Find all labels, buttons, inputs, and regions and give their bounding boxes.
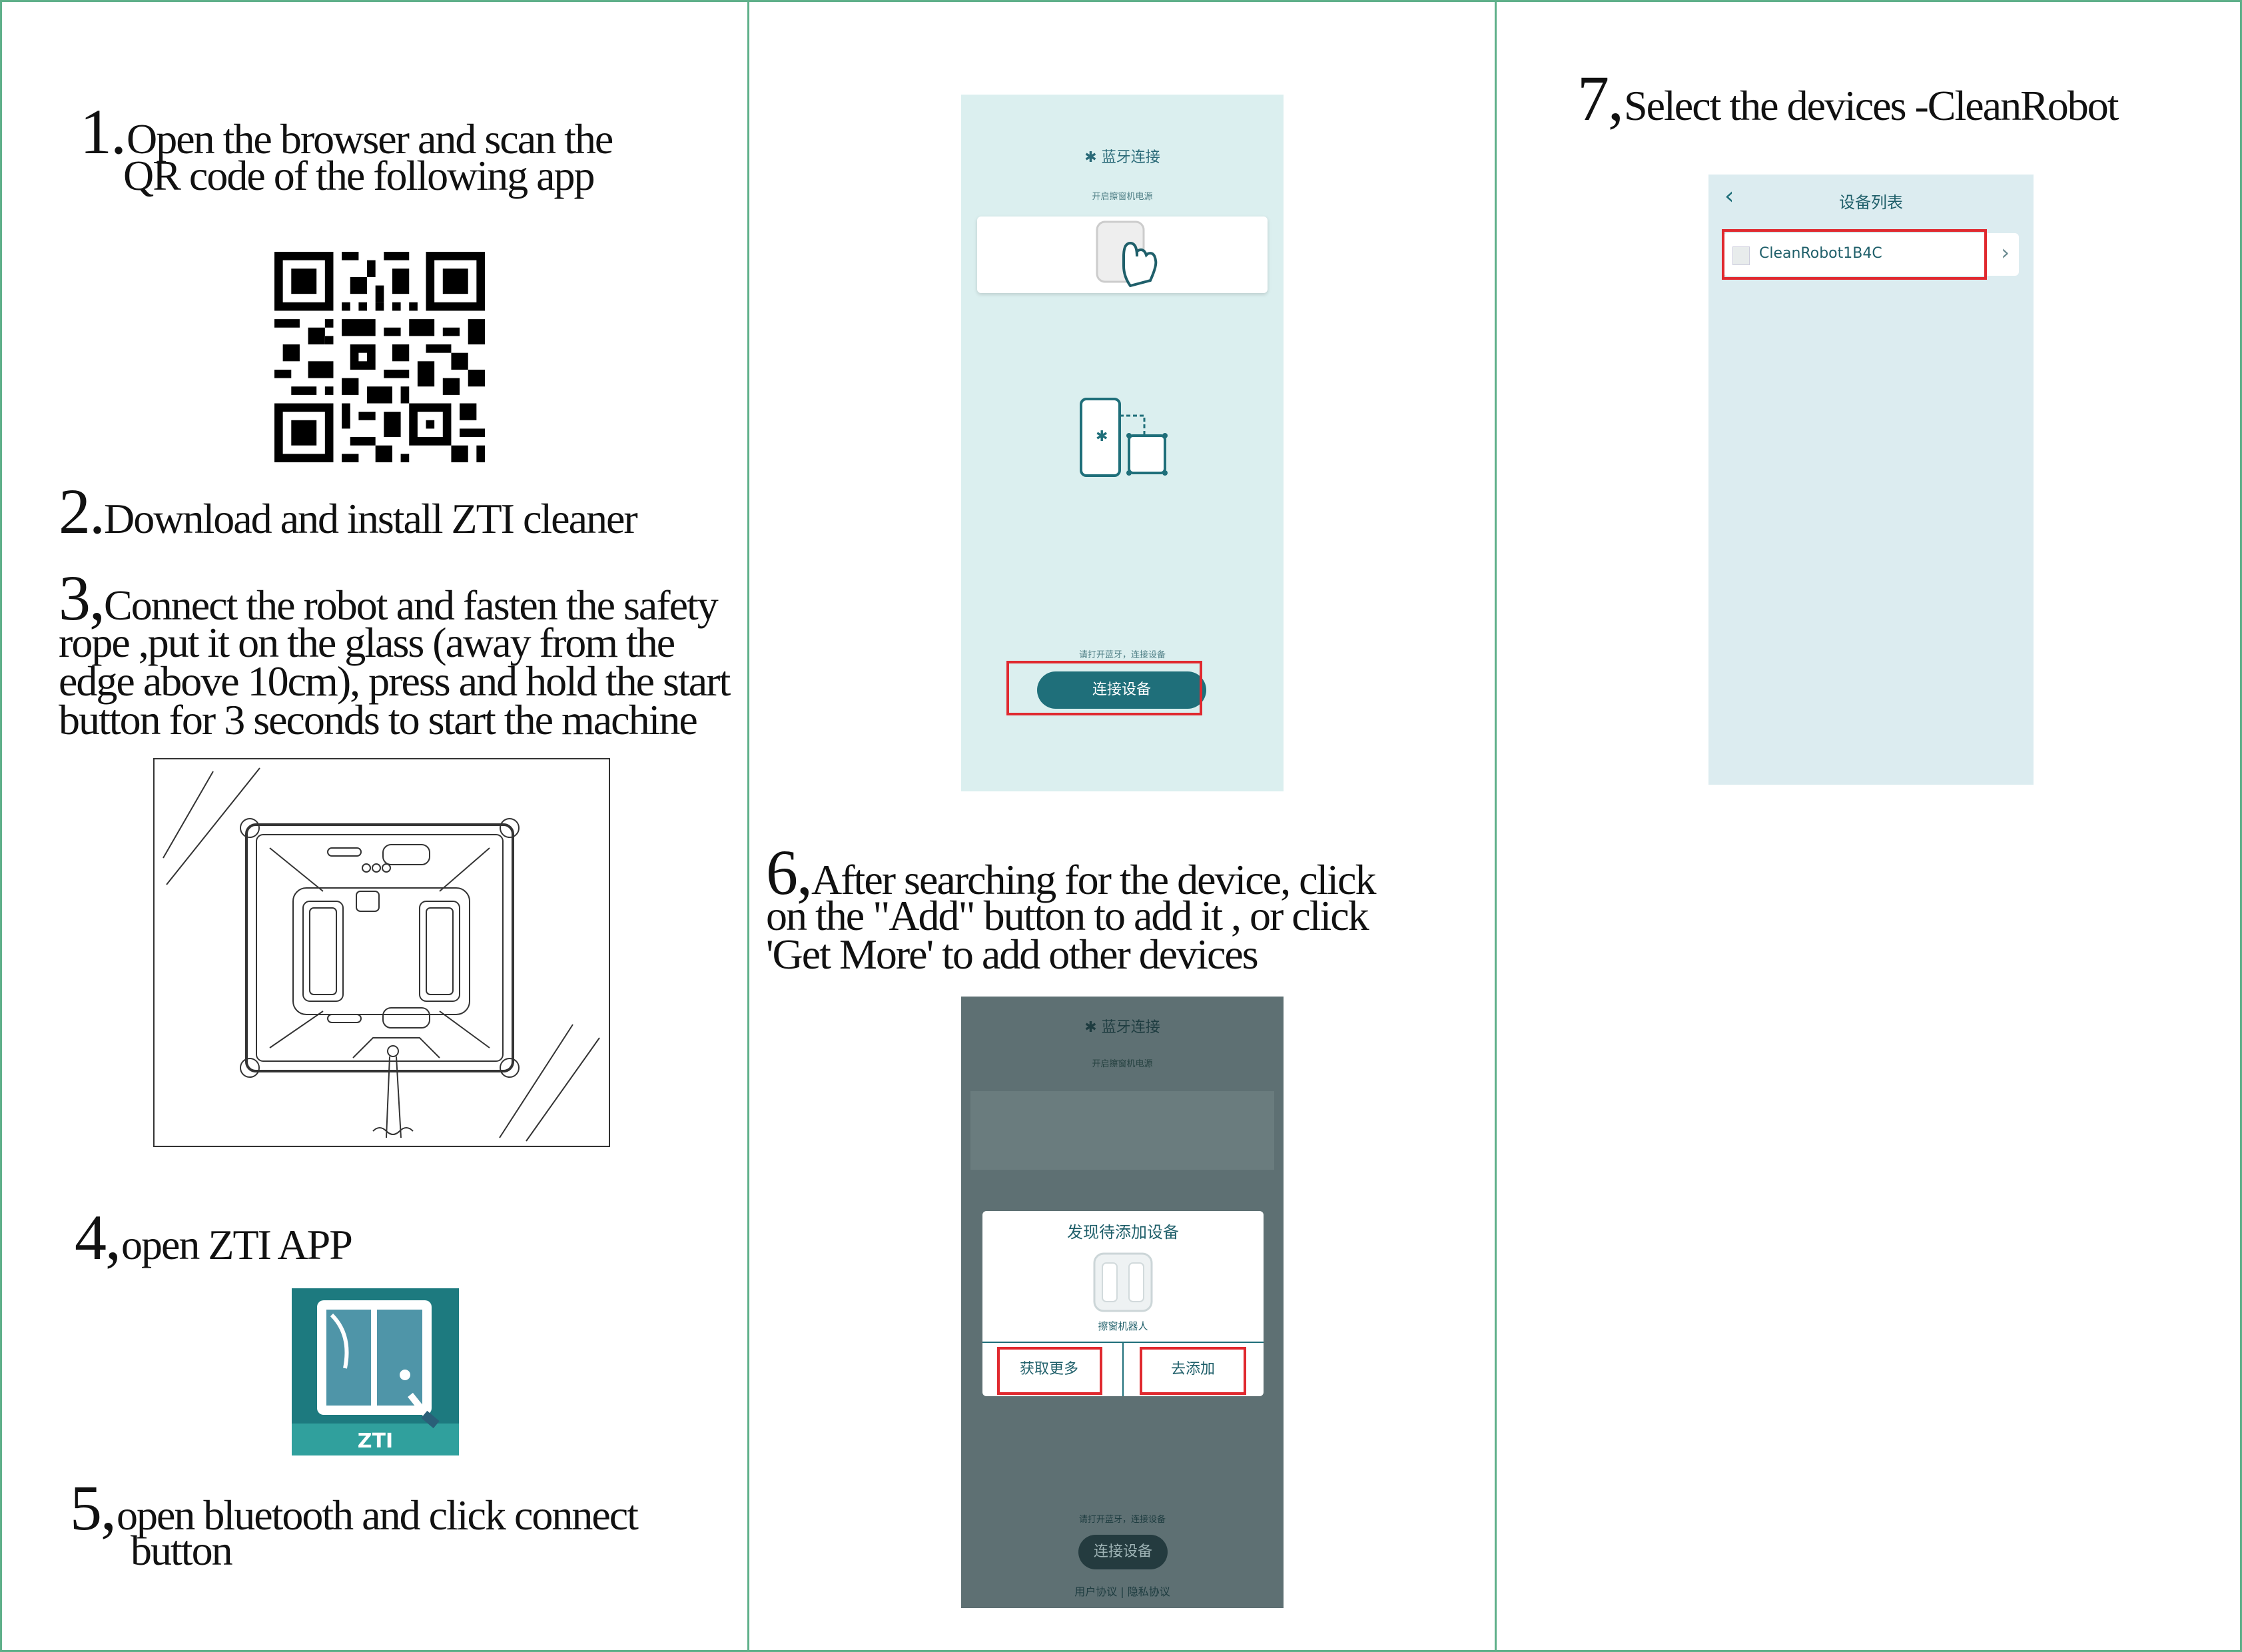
device-name: 擦窗机器人: [1098, 1320, 1148, 1332]
column-divider-2: [1495, 0, 1497, 1652]
step-1-number: 1.: [80, 96, 127, 167]
device-thumbnail-icon: [1732, 246, 1750, 265]
step-2-text: Download and install ZTI cleaner: [104, 495, 638, 542]
robot-device-icon: [1093, 1252, 1153, 1312]
step-3: 3,Connect the robot and fasten the safet…: [59, 566, 719, 630]
step-5-line-1: open bluetooth and click connect: [117, 1491, 639, 1539]
bluetooth-connect-screen: ✱ 蓝牙连接 开启擦窗机电源 ✱ 请打开蓝牙，连接设备 连接设备: [961, 95, 1284, 791]
dialog-vdivider: [1122, 1342, 1124, 1396]
step-6-body: on the "Add" button to add it , or click…: [766, 892, 1369, 978]
device-found-screen: ✱ 蓝牙连接 开启擦窗机电源 发现待添加设备 擦窗机器人 获取更多 去添加 请打…: [961, 997, 1284, 1608]
step-4: 4, open ZTI APP: [75, 1206, 353, 1270]
dialog-title: 发现待添加设备: [1067, 1223, 1179, 1242]
step-7: 7, Select the devices -CleanRobot: [1577, 67, 2119, 131]
step-1-line-1: Open the browser and scan the: [127, 115, 613, 163]
bt-screen-subtitle: 开启擦窗机电源: [1092, 192, 1153, 202]
device-list-screen: ‹ 设备列表 CleanRobot1B4C ›: [1708, 175, 2034, 785]
step-4-number: 4,: [75, 1202, 121, 1273]
device-list-item[interactable]: CleanRobot1B4C ›: [1723, 233, 2019, 276]
found-device-dialog: 发现待添加设备 擦窗机器人 获取更多 去添加: [982, 1211, 1264, 1396]
found-screen-title-text: 蓝牙连接: [1101, 1019, 1160, 1036]
step-6-line-1: After searching for the device, click: [811, 856, 1376, 903]
step-3-line-1: Connect the robot and fasten the safety: [104, 582, 719, 629]
qr-code: [274, 252, 485, 462]
step-6-line-2: on the "Add" button to add it , or click: [766, 892, 1369, 939]
step-5-line-2: button: [131, 1527, 233, 1574]
robot-on-glass-illustration: [153, 758, 610, 1147]
hand-press-icon: [1096, 220, 1158, 288]
highlight-add: [1140, 1347, 1246, 1395]
power-on-card: [977, 216, 1268, 293]
step-6: 6,After searching for the device, click: [766, 841, 1376, 905]
zti-app-icon-label: ZTI: [357, 1430, 394, 1453]
found-screen-title: ✱ 蓝牙连接: [961, 1015, 1284, 1036]
zti-app-icon: [292, 1288, 459, 1455]
connect-device-button[interactable]: 连接设备: [1037, 671, 1206, 709]
step-7-text: Select the devices -CleanRobot: [1624, 82, 2119, 129]
bt-screen-title: ✱ 蓝牙连接: [961, 145, 1284, 167]
highlight-device: [1722, 229, 1987, 280]
back-chevron-icon[interactable]: ‹: [1724, 183, 1734, 210]
bt-screen-hint: 请打开蓝牙，连接设备: [1078, 650, 1166, 660]
device-list-title: 设备列表: [1839, 193, 1903, 212]
highlight-connect-button: [1006, 661, 1202, 715]
chevron-right-icon: ›: [2001, 240, 2010, 265]
step-3-number: 3,: [59, 562, 105, 633]
found-connect-button[interactable]: 连接设备: [1078, 1535, 1168, 1569]
agreement-links[interactable]: 用户协议 | 隐私协议: [1074, 1585, 1170, 1598]
add-button[interactable]: 去添加: [1170, 1361, 1215, 1378]
step-4-text: open ZTI APP: [121, 1221, 353, 1268]
step-6-line-3: 'Get More' to add other devices: [766, 931, 1259, 978]
column-divider-1: [747, 0, 749, 1652]
step-5-number: 5,: [70, 1472, 117, 1543]
step-3-line-4: button for 3 seconds to start the machin…: [59, 696, 698, 743]
step-6-number: 6,: [766, 837, 813, 908]
step-1-line-2: QR code of the following app: [123, 152, 595, 199]
svg-text:✱: ✱: [1096, 428, 1108, 445]
device-list-item-label: CleanRobot1B4C: [1759, 245, 1882, 262]
highlight-get-more: [997, 1347, 1102, 1395]
found-screen-hint: 请打开蓝牙，连接设备: [1078, 1515, 1166, 1525]
step-3-body: rope ,put it on the glass (away from the…: [59, 619, 731, 743]
bt-screen-title-text: 蓝牙连接: [1101, 149, 1160, 166]
step-2-number: 2.: [59, 476, 105, 547]
phone-to-robot-icon: ✱: [1080, 398, 1168, 477]
step-3-line-2: rope ,put it on the glass (away from the: [59, 619, 675, 666]
get-more-button[interactable]: 获取更多: [1019, 1361, 1078, 1378]
dimmed-power-card: [970, 1091, 1274, 1170]
bluetooth-icon: ✱: [1084, 149, 1097, 166]
found-screen-subtitle: 开启擦窗机电源: [1092, 1059, 1153, 1069]
step-7-number: 7,: [1577, 63, 1624, 134]
step-5: 5, open bluetooth and click connect: [70, 1476, 639, 1540]
bluetooth-icon: ✱: [1084, 1019, 1097, 1036]
step-2: 2.Download and install ZTI cleaner: [59, 480, 638, 544]
step-1: 1. Open the browser and scan the: [80, 100, 613, 164]
step-3-line-3: edge above 10cm), press and hold the sta…: [59, 657, 731, 705]
